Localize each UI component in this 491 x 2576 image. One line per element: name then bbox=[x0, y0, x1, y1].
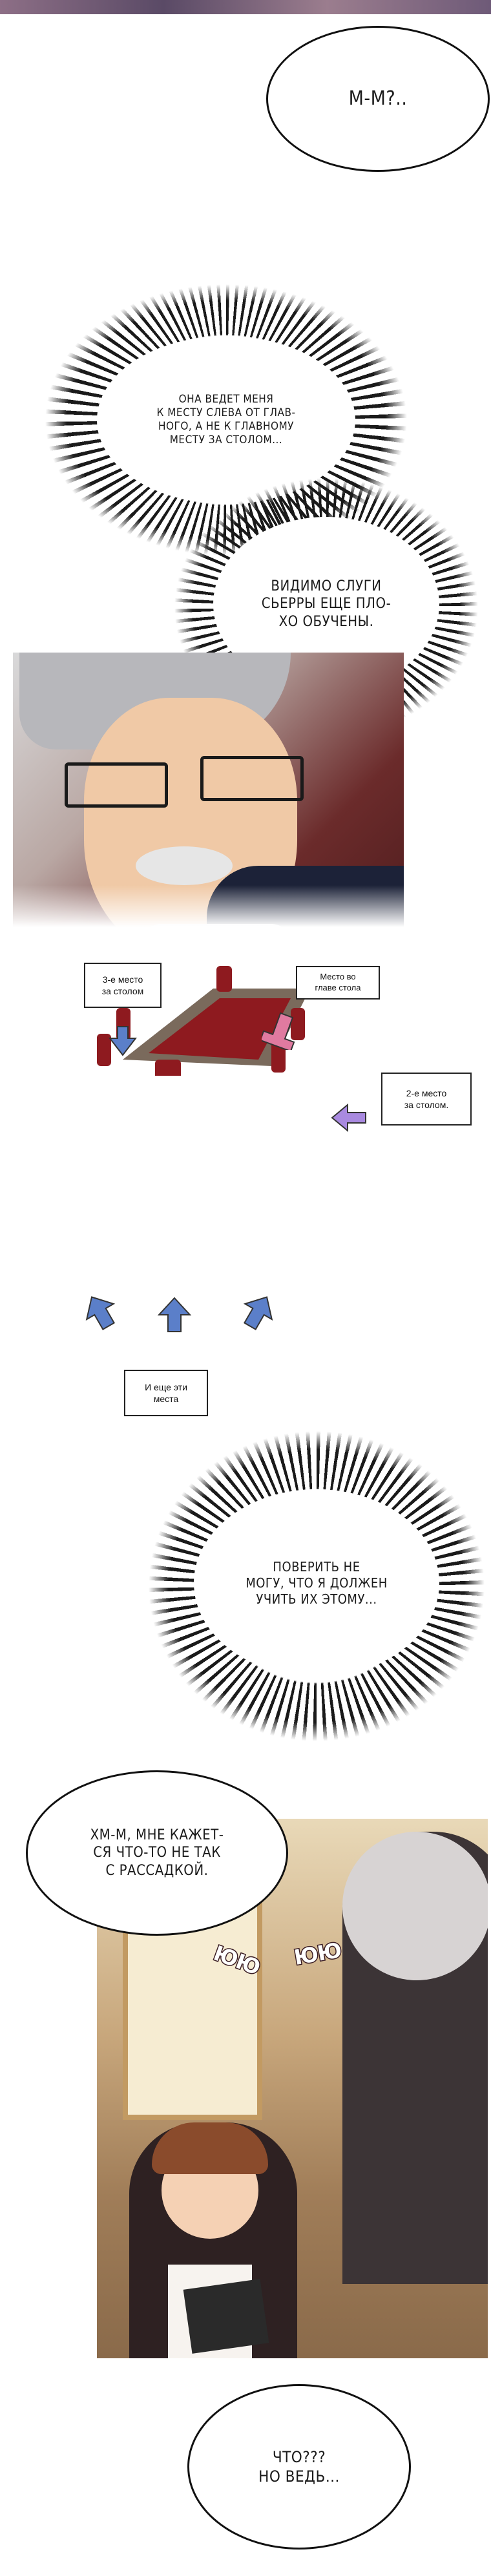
label-head-seat: Место во главе стола bbox=[296, 966, 380, 1000]
glasses-icon bbox=[65, 756, 310, 814]
label-these-seats: И еще эти места bbox=[124, 1370, 208, 1416]
label-second-seat: 2-е место за столом. bbox=[381, 1073, 472, 1126]
arrow-blue-icon-2 bbox=[85, 1296, 116, 1330]
speech-text-1: М-М?.. bbox=[348, 87, 408, 110]
maid-hair bbox=[152, 2122, 268, 2174]
thought-text-2: ОНА ВЕДЕТ МЕНЯ К МЕСТУ СЛЕВА ОТ ГЛАВ- НО… bbox=[156, 392, 296, 447]
thought-bubble-2: ОНА ВЕДЕТ МЕНЯ К МЕСТУ СЛЕВА ОТ ГЛАВ- НО… bbox=[97, 336, 355, 504]
mustache bbox=[136, 846, 233, 885]
thought-text-4: ПОВЕРИТЬ НЕ МОГУ, ЧТО Я ДОЛЖЕН УЧИТЬ ИХ … bbox=[245, 1558, 388, 1607]
speech-bubble-5: ХМ-М, МНЕ КАЖЕТ- СЯ ЧТО-ТО НЕ ТАК С РАСС… bbox=[26, 1770, 288, 1936]
clipboard-icon bbox=[183, 2279, 269, 2354]
speech-text-6: ЧТО??? НО ВЕДЬ... bbox=[258, 2448, 340, 2486]
arrow-blue-icon-1 bbox=[108, 1026, 138, 1056]
speech-bubble-1: М-М?.. bbox=[266, 26, 490, 172]
speech-text-5: ХМ-М, МНЕ КАЖЕТ- СЯ ЧТО-ТО НЕ ТАК С РАСС… bbox=[90, 1827, 224, 1879]
arrow-pink-icon bbox=[262, 1012, 295, 1050]
arrow-blue-icon-4 bbox=[243, 1296, 273, 1330]
butler-head bbox=[342, 1832, 488, 1980]
arrow-blue-icon-3 bbox=[157, 1297, 192, 1332]
butler-panel bbox=[13, 653, 404, 1076]
thought-text-3: ВИДИМО СЛУГИ СЬЕРРЫ ЕЩЕ ПЛО- ХО ОБУЧЕНЫ. bbox=[261, 578, 392, 630]
speech-bubble-6: ЧТО??? НО ВЕДЬ... bbox=[187, 2384, 411, 2550]
thought-bubble-4: ПОВЕРИТЬ НЕ МОГУ, ЧТО Я ДОЛЖЕН УЧИТЬ ИХ … bbox=[194, 1489, 439, 1677]
top-panel-edge bbox=[0, 0, 491, 14]
arrow-purple-icon bbox=[331, 1103, 366, 1133]
label-third-seat: 3-е место за столом bbox=[84, 963, 162, 1008]
